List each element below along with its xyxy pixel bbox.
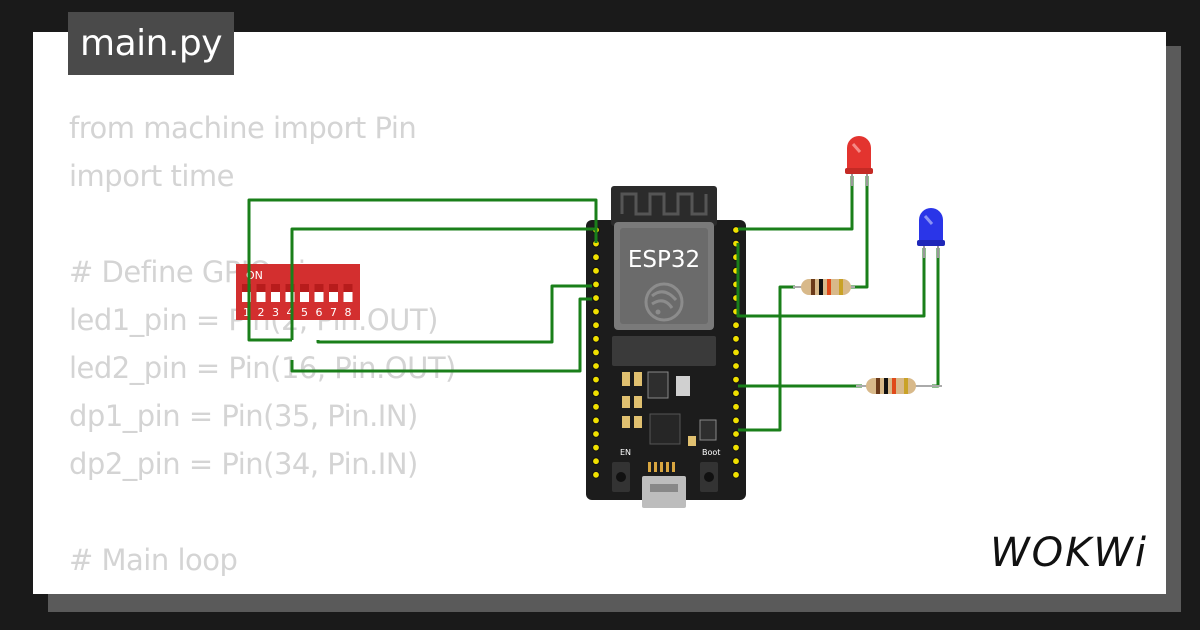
wire-dip-pin34 <box>316 284 592 344</box>
wire-blue-led-anode <box>932 248 940 388</box>
wire-dip-gnd <box>290 227 598 340</box>
header-pin[interactable] <box>732 470 740 479</box>
dip-switch-toggle[interactable] <box>256 292 266 302</box>
header-pin[interactable] <box>732 348 740 357</box>
wire-dip-vcc <box>247 198 598 342</box>
header-pin[interactable] <box>592 348 600 357</box>
dip-switch-toggle[interactable] <box>314 292 324 302</box>
header-pin[interactable] <box>592 294 600 302</box>
code-line: while True: <box>69 584 456 594</box>
dip-switch-toggle[interactable] <box>343 292 353 302</box>
wire-blue-led-cathode <box>736 243 926 318</box>
dip-switch-toggle[interactable] <box>329 292 338 302</box>
header-pin[interactable] <box>592 389 600 398</box>
code-line: dp2_pin = Pin(34, Pin.IN) <box>69 447 418 481</box>
wire-dip-pin35 <box>290 297 592 373</box>
header-pin[interactable] <box>592 375 600 384</box>
code-line: led2_pin = Pin(16, Pin.OUT) <box>69 351 456 385</box>
dip-switch-toggle[interactable] <box>300 292 309 302</box>
header-pin[interactable] <box>732 416 740 425</box>
resistor-red[interactable] <box>793 279 855 295</box>
code-line: # Main loop <box>69 543 238 577</box>
header-pin[interactable] <box>592 253 600 262</box>
header-pin[interactable] <box>592 362 600 370</box>
header-pin[interactable] <box>732 443 740 452</box>
header-pin[interactable] <box>592 416 600 425</box>
header-pin[interactable] <box>592 266 600 275</box>
en-label: EN <box>620 448 631 457</box>
code-background: from machine import Pin import time # De… <box>69 104 456 594</box>
header-pin[interactable] <box>592 321 600 330</box>
dip-switch-number: 6 <box>316 306 323 319</box>
espressif-logo-icon <box>644 282 684 322</box>
dip-switch-toggle[interactable] <box>271 292 280 302</box>
dip-switch-number: 2 <box>258 306 265 319</box>
wokwi-logo: WOKWi <box>990 530 1148 576</box>
pin-header-left <box>592 226 600 479</box>
boot-label: Boot <box>702 448 720 457</box>
header-pin[interactable] <box>592 443 600 452</box>
code-line: dp1_pin = Pin(35, Pin.IN) <box>69 399 418 433</box>
header-pin[interactable] <box>732 362 740 370</box>
dip-switch-number: 8 <box>345 306 352 319</box>
file-name-tab[interactable]: main.py <box>68 12 235 75</box>
code-line: import time <box>69 159 234 193</box>
header-pin[interactable] <box>592 307 600 316</box>
header-pin[interactable] <box>732 389 740 398</box>
header-pin[interactable] <box>592 470 600 479</box>
header-pin[interactable] <box>592 334 600 343</box>
wire-red-led-cathode <box>738 176 854 231</box>
dip-switch-number: 1 <box>243 306 250 319</box>
header-pin[interactable] <box>732 402 740 411</box>
blue-led[interactable] <box>917 208 945 258</box>
dip-switch-toggle[interactable] <box>242 292 251 302</box>
header-pin[interactable] <box>592 402 600 411</box>
header-pin[interactable] <box>732 375 740 384</box>
esp32-board[interactable]: ESP32 EN Boot <box>586 186 746 508</box>
dip-switch-number: 3 <box>272 306 279 319</box>
code-line: from machine import Pin <box>69 111 417 145</box>
header-pin[interactable] <box>732 430 740 438</box>
header-pin[interactable] <box>592 280 600 289</box>
dip-switch-number: 4 <box>287 306 294 319</box>
dip-switch-number: 7 <box>330 306 337 319</box>
wire-pin2-red <box>738 285 795 432</box>
resistor-blue[interactable] <box>856 378 942 394</box>
red-led[interactable] <box>845 136 873 186</box>
header-pin[interactable] <box>732 321 740 330</box>
module-pads <box>612 336 716 366</box>
board-label: ESP32 <box>628 247 700 273</box>
dip-switch-number: 5 <box>301 306 308 319</box>
header-pin[interactable] <box>592 430 600 438</box>
header-pin[interactable] <box>732 334 740 343</box>
header-pin[interactable] <box>732 457 740 466</box>
header-pin[interactable] <box>592 457 600 466</box>
dip-switch-toggle[interactable] <box>285 292 295 302</box>
